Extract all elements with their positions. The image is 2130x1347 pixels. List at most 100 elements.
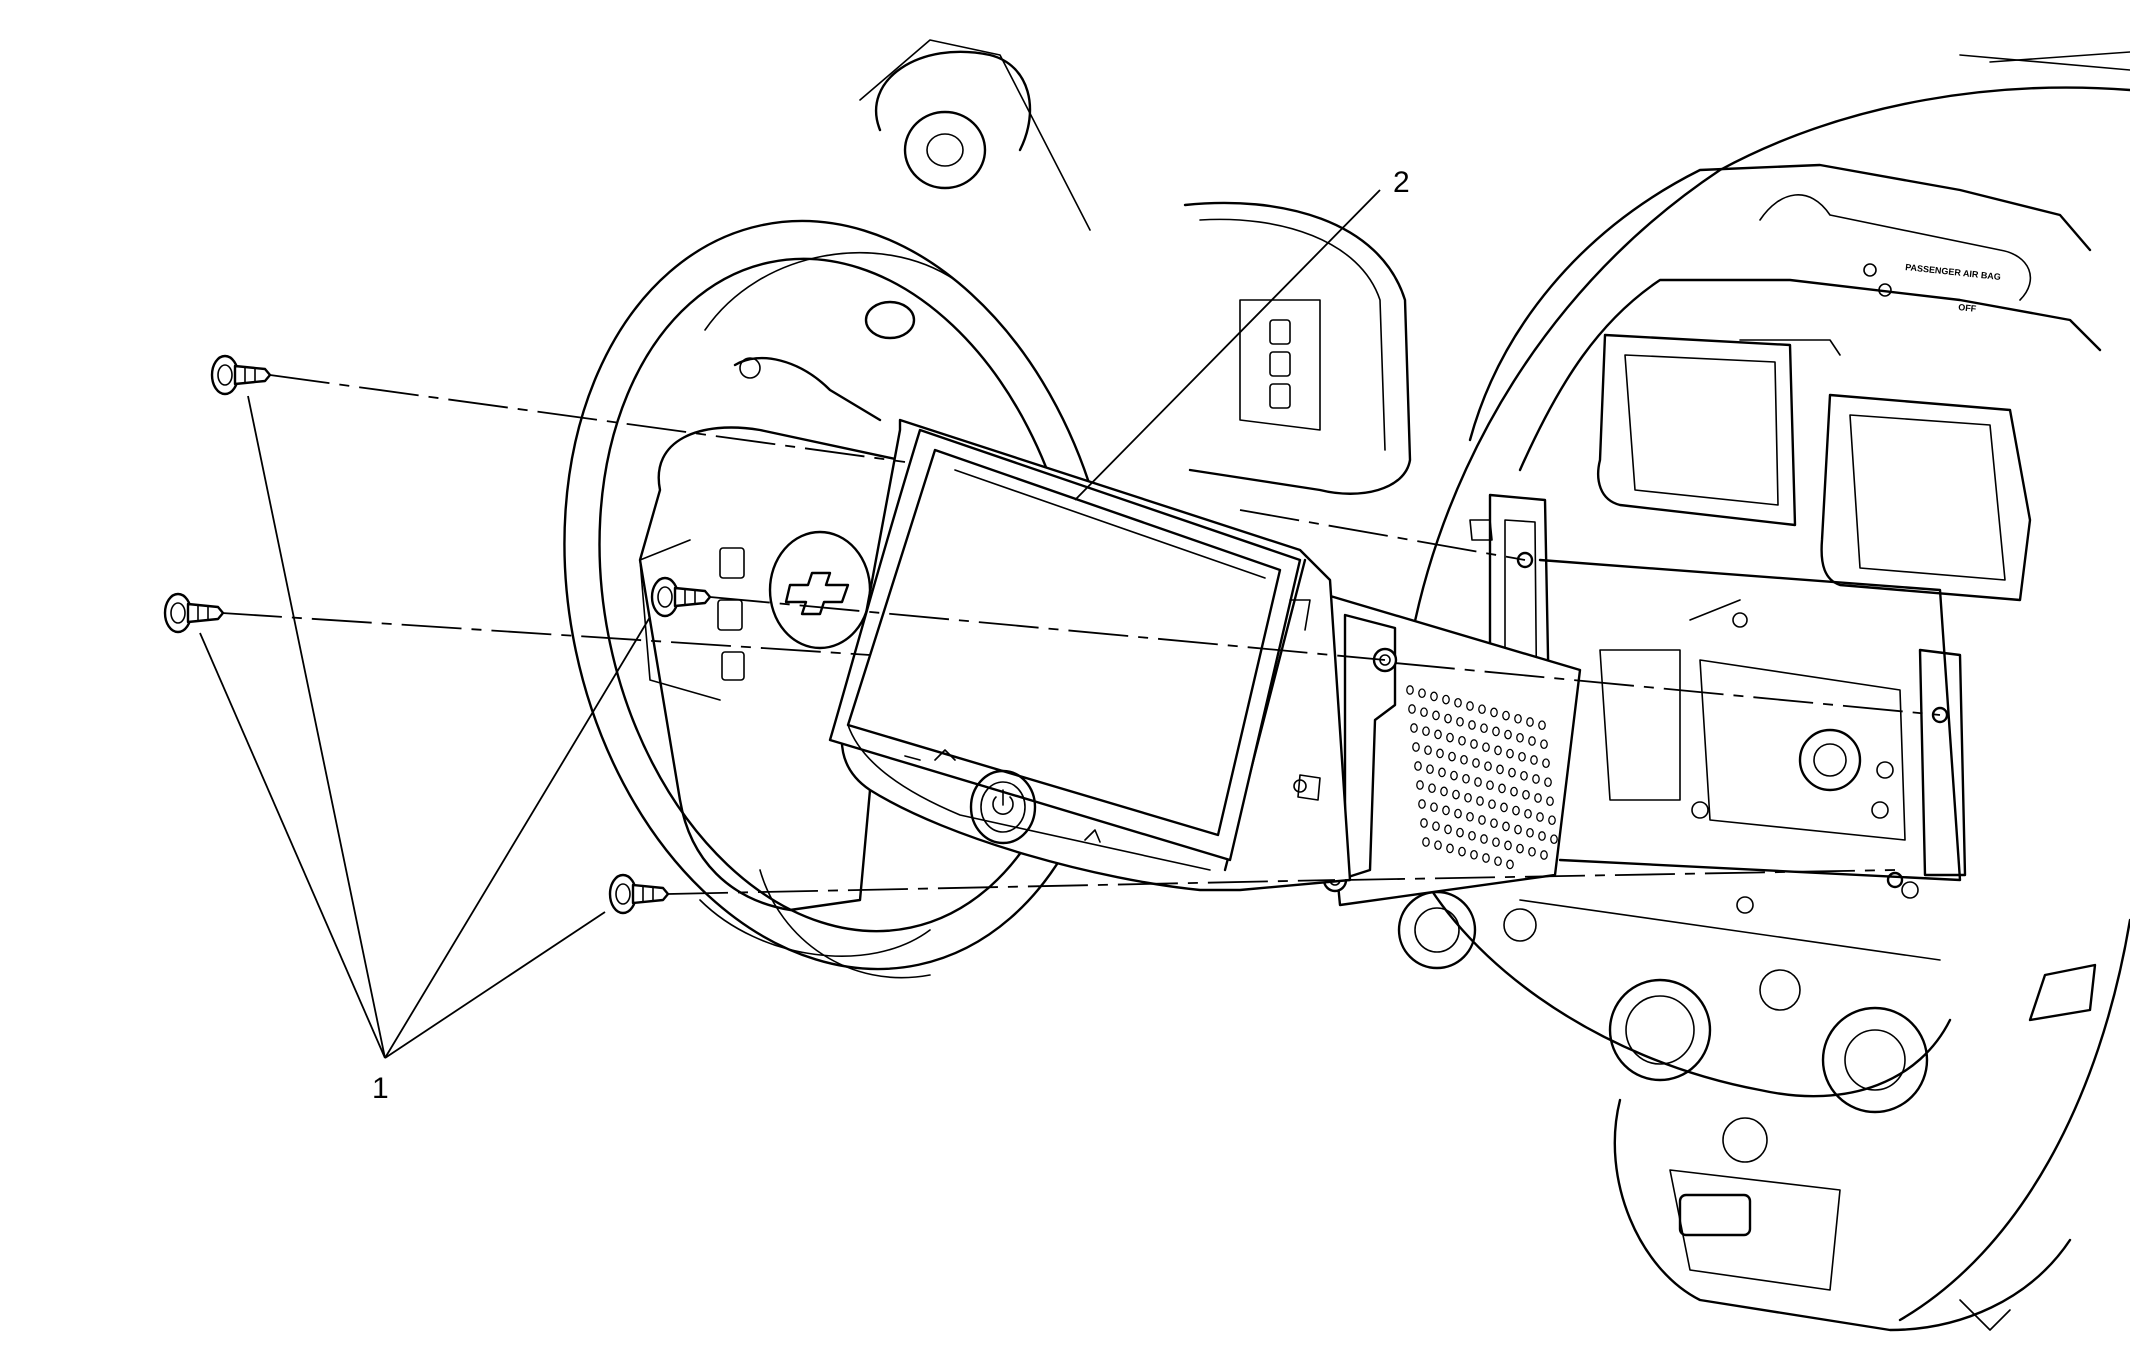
vent-hole: [1412, 742, 1420, 752]
vent-hole: [1506, 748, 1514, 759]
vent-hole: [1484, 761, 1492, 772]
vent-hole: [1418, 799, 1426, 809]
vent-hole: [1426, 764, 1434, 775]
vent-hole: [1538, 720, 1546, 731]
vent-hole: [1418, 688, 1426, 699]
installation-guide-lines: [221, 374, 1941, 895]
airbag-off-label: OFF: [1958, 302, 1977, 314]
vent-hole: [1526, 827, 1534, 838]
vent-hole: [1474, 777, 1482, 787]
airbag-indicator-strip: PASSENGER AIR BAG OFF: [1759, 194, 2032, 314]
vent-hole: [1528, 736, 1536, 746]
vent-hole: [1460, 754, 1468, 765]
vent-hole: [1494, 856, 1502, 867]
vent-hole: [1550, 834, 1558, 845]
vent-hole: [1406, 685, 1414, 695]
vent-hole: [1468, 830, 1476, 841]
bolt-icon: [163, 592, 225, 634]
callout-1: 1: [372, 1072, 389, 1105]
vent-hole: [1500, 802, 1508, 813]
vent-hole: [1424, 745, 1432, 756]
vent-hole: [1468, 720, 1476, 730]
steering-wheel: [563, 219, 1117, 979]
radio-display-unit: [828, 418, 1582, 907]
vent-hole: [1490, 707, 1498, 718]
vent-hole: [1540, 850, 1548, 860]
vent-hole: [1428, 783, 1436, 794]
vent-hole: [1466, 811, 1474, 822]
vent-hole: [1548, 815, 1556, 826]
vent-hole: [1430, 802, 1438, 813]
vent-hole: [1410, 723, 1418, 733]
vent-hole: [1512, 805, 1520, 816]
vent-hole: [1472, 758, 1480, 768]
vent-hole: [1480, 834, 1488, 844]
vent-hole: [1542, 758, 1550, 769]
vent-hole: [1458, 735, 1466, 746]
vent-hole: [1446, 843, 1454, 854]
bolt-icon: [210, 354, 272, 396]
instrument-cluster: [733, 39, 1412, 495]
vent-hole: [1432, 710, 1440, 721]
vent-hole: [1488, 799, 1496, 810]
vent-hole: [1518, 751, 1526, 762]
vent-hole: [1442, 805, 1450, 816]
vent-hole: [1456, 716, 1464, 727]
vent-hole: [1480, 723, 1488, 734]
vent-hole: [1510, 786, 1518, 797]
vent-hole: [1420, 707, 1428, 718]
vent-hole: [1446, 732, 1454, 743]
vent-hole: [1536, 812, 1544, 822]
vent-hole: [1476, 796, 1484, 806]
vent-hole: [1440, 786, 1448, 797]
fastener-bolts: [163, 354, 712, 915]
vent-hole: [1422, 837, 1430, 847]
vent-hole: [1442, 694, 1450, 705]
vent-hole: [1528, 846, 1536, 857]
vent-hole: [1522, 789, 1530, 800]
vent-hole: [1502, 821, 1510, 832]
vent-hole: [1520, 770, 1528, 781]
vent-hole: [1470, 849, 1478, 860]
vent-hole: [1448, 751, 1456, 762]
vent-hole: [1458, 846, 1466, 857]
vent-hole: [1420, 818, 1428, 828]
vent-hole: [1454, 808, 1462, 819]
vent-hole: [1434, 729, 1442, 740]
vent-hole: [1492, 726, 1500, 737]
vent-hole: [1414, 761, 1422, 771]
vent-hole: [1524, 808, 1532, 819]
hvac-control-panel: [1397, 828, 2097, 1114]
vent-hole: [1478, 704, 1486, 715]
chevrolet-bowtie-icon: [784, 571, 850, 616]
vent-hole: [1432, 821, 1440, 832]
vent-hole: [1464, 792, 1472, 803]
vent-hole: [1544, 777, 1552, 788]
center-console: [1613, 918, 2130, 1332]
vent-hole: [1540, 739, 1548, 750]
vent-hole: [1454, 697, 1462, 708]
vent-hole: [1492, 837, 1500, 848]
vent-hole: [1496, 764, 1504, 775]
vent-hole: [1434, 840, 1442, 851]
vent-hole: [1514, 824, 1522, 835]
vent-hole: [1438, 767, 1446, 778]
vent-hole: [1478, 815, 1486, 825]
vent-hole: [1508, 767, 1516, 778]
vent-hole: [1490, 818, 1498, 829]
vent-hole: [1486, 780, 1494, 791]
vent-hole: [1506, 859, 1514, 870]
vent-hole: [1498, 783, 1506, 794]
callout-leaders: [199, 189, 1381, 1059]
callout-2: 2: [1393, 166, 1410, 199]
vent-hole: [1538, 831, 1546, 841]
center-air-vent-left: [1597, 333, 1841, 527]
vent-hole: [1514, 713, 1522, 724]
bolt-icon: [650, 576, 712, 618]
vent-hole: [1546, 796, 1554, 807]
vent-hole: [1504, 729, 1512, 740]
vent-hole: [1504, 840, 1512, 851]
vent-hole: [1516, 732, 1524, 743]
